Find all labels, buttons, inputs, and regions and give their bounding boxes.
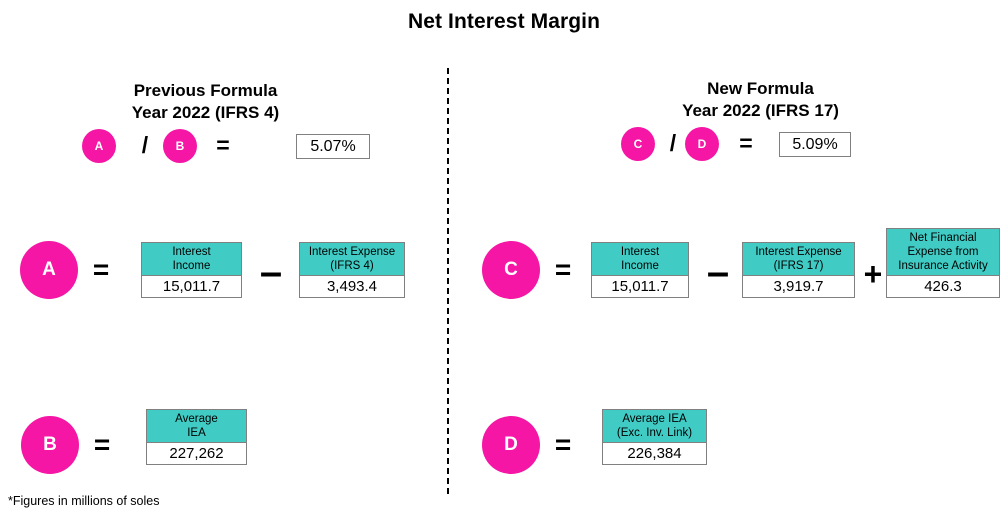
card-header-line2: Expense from	[907, 246, 979, 258]
equals-operator-d: =	[554, 429, 572, 460]
equals-operator-b: =	[93, 429, 111, 460]
card-header: Interest Income	[141, 242, 242, 276]
right-panel-heading: New Formula Year 2022 (IFRS 17)	[633, 78, 888, 122]
token-b-large: B	[21, 416, 79, 474]
token-d-small: D	[685, 127, 719, 161]
card-header: Interest Expense (IFRS 17)	[742, 242, 855, 276]
card-value: 426.3	[886, 276, 1000, 298]
card-header: Average IEA (Exc. Inv. Link)	[602, 409, 707, 443]
minus-operator-left: –	[259, 250, 283, 294]
equals-operator-right-ratio: =	[739, 130, 753, 156]
card-header-line1: Interest	[620, 246, 660, 258]
card-value: 226,384	[602, 443, 707, 465]
card-header: Interest Expense (IFRS 4)	[299, 242, 405, 276]
card-header: Average IEA	[146, 409, 247, 443]
right-panel-heading-line1: New Formula	[707, 79, 814, 98]
equals-operator-a: =	[92, 254, 110, 285]
token-a-large: A	[20, 241, 78, 299]
card-header-line2: (Exc. Inv. Link)	[616, 427, 693, 439]
minus-operator-right: –	[706, 250, 730, 294]
right-panel-heading-line2: Year 2022 (IFRS 17)	[682, 101, 839, 120]
card-value: 3,493.4	[299, 276, 405, 298]
footnote: *Figures in millions of soles	[8, 494, 160, 508]
card-interest-expense-right: Interest Expense (IFRS 17) 3,919.7	[742, 242, 855, 298]
token-d-large: D	[482, 416, 540, 474]
card-header-line1: Average IEA	[622, 413, 687, 425]
card-average-iea-right: Average IEA (Exc. Inv. Link) 226,384	[602, 409, 707, 465]
right-ratio-result: 5.09%	[779, 132, 851, 157]
left-panel-heading-line2: Year 2022 (IFRS 4)	[131, 103, 280, 122]
card-value: 15,011.7	[591, 276, 689, 298]
token-c-small: C	[621, 127, 655, 161]
card-interest-income-left: Interest Income 15,011.7	[141, 242, 242, 298]
token-b-small: B	[163, 129, 197, 163]
card-header-line1: Interest Expense	[308, 246, 396, 258]
card-header: Net Financial Expense from Insurance Act…	[886, 228, 1000, 276]
card-header-line2: (IFRS 4)	[330, 260, 374, 272]
token-c-large: C	[482, 241, 540, 299]
card-header-line2: (IFRS 17)	[773, 260, 824, 272]
card-net-financial-expense: Net Financial Expense from Insurance Act…	[886, 228, 1000, 298]
equals-operator-c: =	[554, 254, 572, 285]
card-interest-expense-left: Interest Expense (IFRS 4) 3,493.4	[299, 242, 405, 298]
plus-operator-right: +	[863, 256, 883, 292]
card-header: Interest Income	[591, 242, 689, 276]
card-header-line1: Interest	[172, 246, 211, 258]
divide-operator-left: /	[141, 132, 149, 158]
token-a-small: A	[82, 129, 116, 163]
left-panel-heading: Previous Formula Year 2022 (IFRS 4)	[78, 80, 333, 124]
left-panel-heading-line1: Previous Formula	[133, 81, 278, 100]
card-header-line1: Interest Expense	[755, 246, 842, 258]
card-header-line1: Average	[175, 413, 218, 425]
card-value: 15,011.7	[141, 276, 242, 298]
card-interest-income-right: Interest Income 15,011.7	[591, 242, 689, 298]
left-ratio-result: 5.07%	[296, 134, 370, 159]
card-header-line1: Net Financial	[909, 232, 977, 244]
card-header-line2: Income	[621, 260, 659, 272]
card-header-line2: Income	[172, 260, 211, 272]
card-average-iea-left: Average IEA 227,262	[146, 409, 247, 465]
card-value: 227,262	[146, 443, 247, 465]
card-header-line3: Insurance Activity	[898, 260, 988, 272]
divide-operator-right: /	[669, 130, 677, 156]
equals-operator-left-ratio: =	[216, 132, 230, 158]
card-value: 3,919.7	[742, 276, 855, 298]
panel-divider	[447, 68, 449, 494]
card-header-line2: IEA	[187, 427, 206, 439]
page-title: Net Interest Margin	[407, 10, 601, 33]
